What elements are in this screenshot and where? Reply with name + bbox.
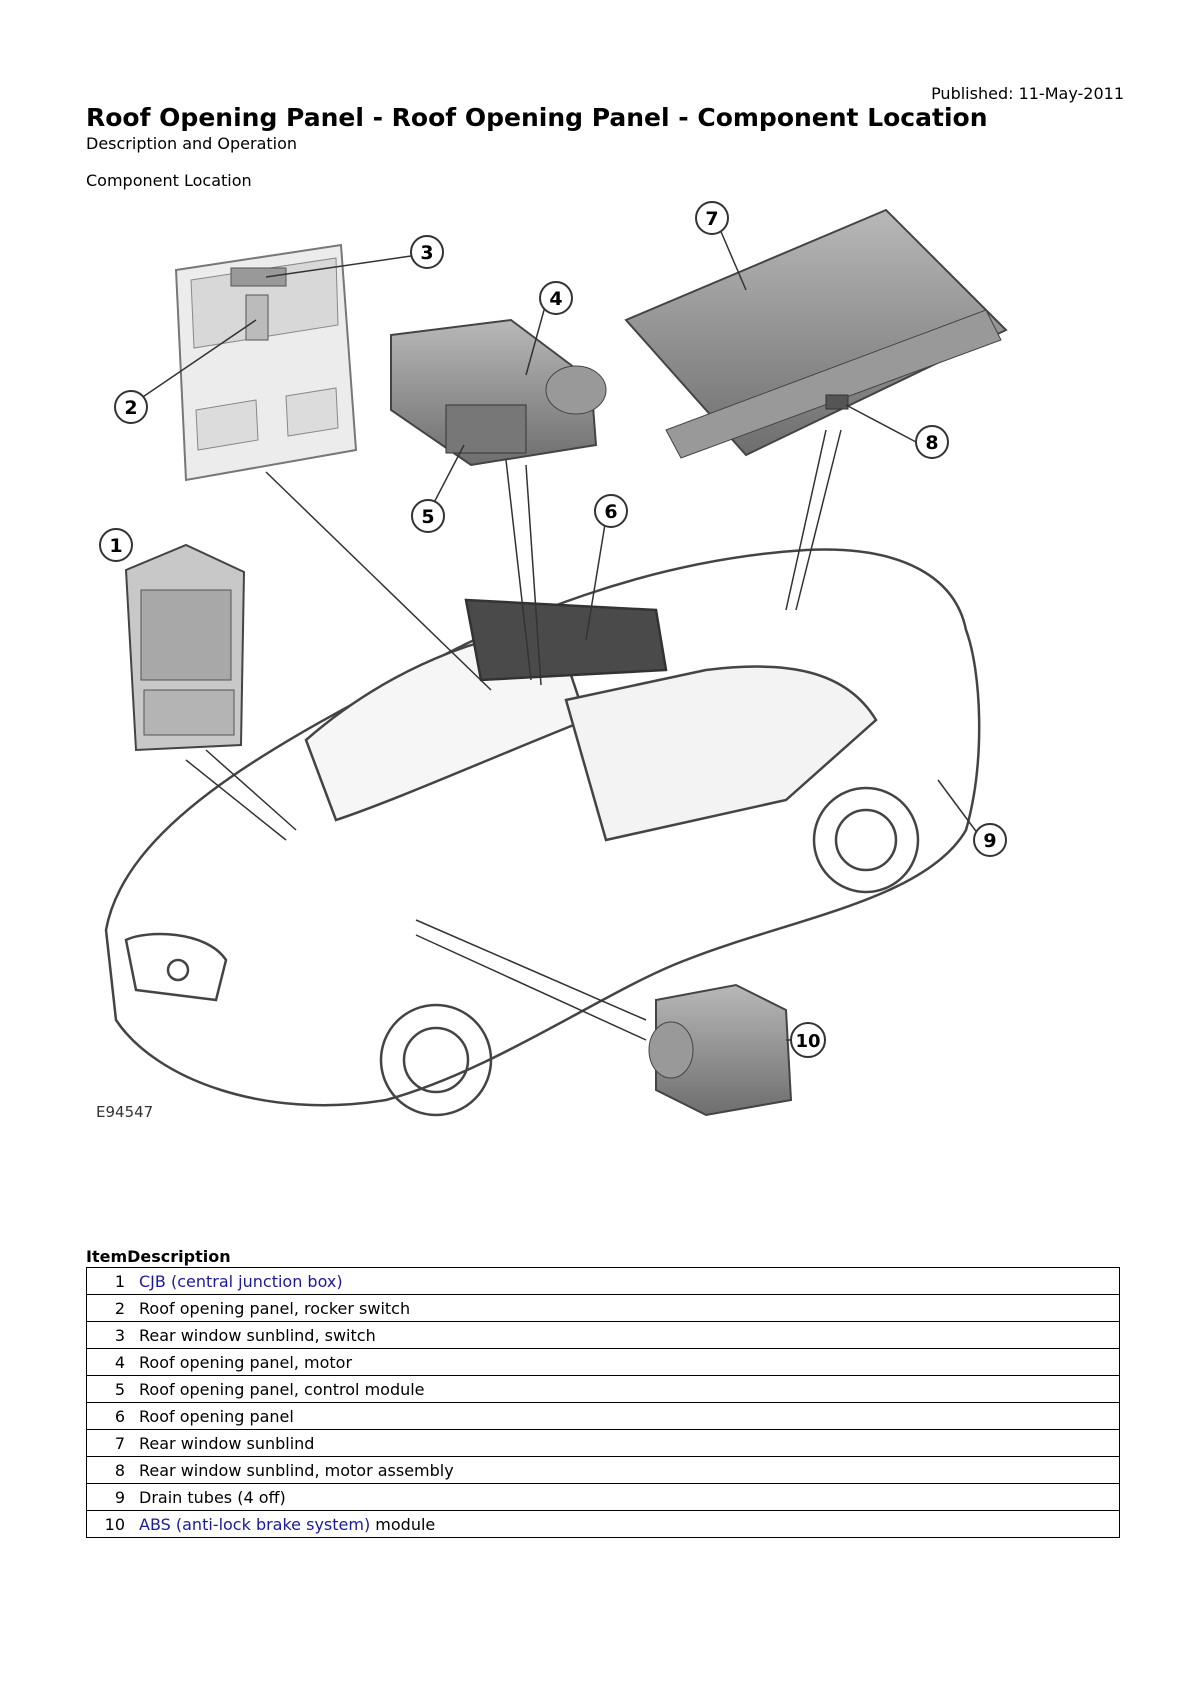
callout-10: 10 [790, 1022, 826, 1058]
item-description: Drain tubes (4 off) [139, 1483, 1120, 1511]
rear-sunblind-illustration [624, 208, 1008, 459]
table-row: 8 Rear window sunblind, motor assembly [86, 1456, 1120, 1484]
figure-id: E94547 [96, 1103, 153, 1121]
svg-text:5: 5 [421, 506, 434, 528]
svg-text:8: 8 [925, 432, 938, 454]
callout-6: 6 [594, 494, 628, 528]
component-table: 1 CJB (central junction box) 2 Roof open… [86, 1267, 1120, 1538]
item-number: 10 [86, 1510, 139, 1538]
callout-3: 3 [410, 235, 444, 269]
component-location-diagram: 1 2 3 4 5 6 7 8 9 10 E94547 [96, 201, 1008, 1121]
callout-7: 7 [695, 201, 729, 235]
overhead-console-illustration [174, 243, 358, 482]
item-number: 8 [86, 1456, 139, 1484]
item-description: Roof opening panel, control module [139, 1375, 1120, 1403]
item-description: CJB (central junction box) [139, 1267, 1120, 1295]
item-description: Rear window sunblind, switch [139, 1321, 1120, 1349]
table-row: 3 Rear window sunblind, switch [86, 1321, 1120, 1349]
leader-lines [130, 219, 982, 1041]
item-number: 3 [86, 1321, 139, 1349]
page-title: Roof Opening Panel - Roof Opening Panel … [86, 103, 988, 132]
callout-2: 2 [114, 390, 148, 424]
item-number: 9 [86, 1483, 139, 1511]
vehicle-illustration [104, 548, 981, 1117]
page-subtitle: Description and Operation [86, 134, 298, 153]
item-description: ABS (anti-lock brake system) module [139, 1510, 1120, 1538]
item-description: Roof opening panel [139, 1402, 1120, 1430]
table-row: 10 ABS (anti-lock brake system) module [86, 1510, 1120, 1538]
svg-text:3: 3 [420, 242, 433, 264]
sunroof-motor-illustration [390, 318, 607, 467]
item-description: Roof opening panel, rocker switch [139, 1294, 1120, 1322]
item-number: 4 [86, 1348, 139, 1376]
item-description: Roof opening panel, motor [139, 1348, 1120, 1376]
item-number: 6 [86, 1402, 139, 1430]
table-row: 9 Drain tubes (4 off) [86, 1483, 1120, 1511]
published-date: Published: 11-May-2011 [931, 84, 1124, 103]
table-row: 2 Roof opening panel, rocker switch [86, 1294, 1120, 1322]
callout-8: 8 [915, 425, 949, 459]
item-number: 5 [86, 1375, 139, 1403]
item-description: Rear window sunblind, motor assembly [139, 1456, 1120, 1484]
item-number: 2 [86, 1294, 139, 1322]
table-row: 6 Roof opening panel [86, 1402, 1120, 1430]
table-row: 1 CJB (central junction box) [86, 1267, 1120, 1295]
table-row: 4 Roof opening panel, motor [86, 1348, 1120, 1376]
svg-text:6: 6 [604, 501, 617, 523]
table-header: ItemDescription [86, 1247, 231, 1266]
svg-text:1: 1 [109, 535, 122, 557]
svg-text:10: 10 [795, 1031, 820, 1052]
cjb-illustration [124, 543, 246, 752]
callout-4: 4 [539, 281, 573, 315]
svg-text:2: 2 [124, 397, 137, 419]
section-heading: Component Location [86, 171, 252, 190]
item-number: 1 [86, 1267, 139, 1295]
table-row: 7 Rear window sunblind [86, 1429, 1120, 1457]
item-number: 7 [86, 1429, 139, 1457]
svg-text:7: 7 [705, 208, 718, 230]
callout-1: 1 [99, 528, 133, 562]
svg-text:4: 4 [549, 288, 562, 310]
abs-module-illustration [648, 983, 793, 1117]
abs-link[interactable]: ABS (anti-lock brake system) [139, 1514, 371, 1534]
item-description: Rear window sunblind [139, 1429, 1120, 1457]
callout-5: 5 [411, 499, 445, 533]
cjb-link[interactable]: CJB (central junction box) [139, 1271, 343, 1291]
table-row: 5 Roof opening panel, control module [86, 1375, 1120, 1403]
callout-9: 9 [973, 823, 1007, 857]
svg-text:9: 9 [983, 830, 996, 852]
